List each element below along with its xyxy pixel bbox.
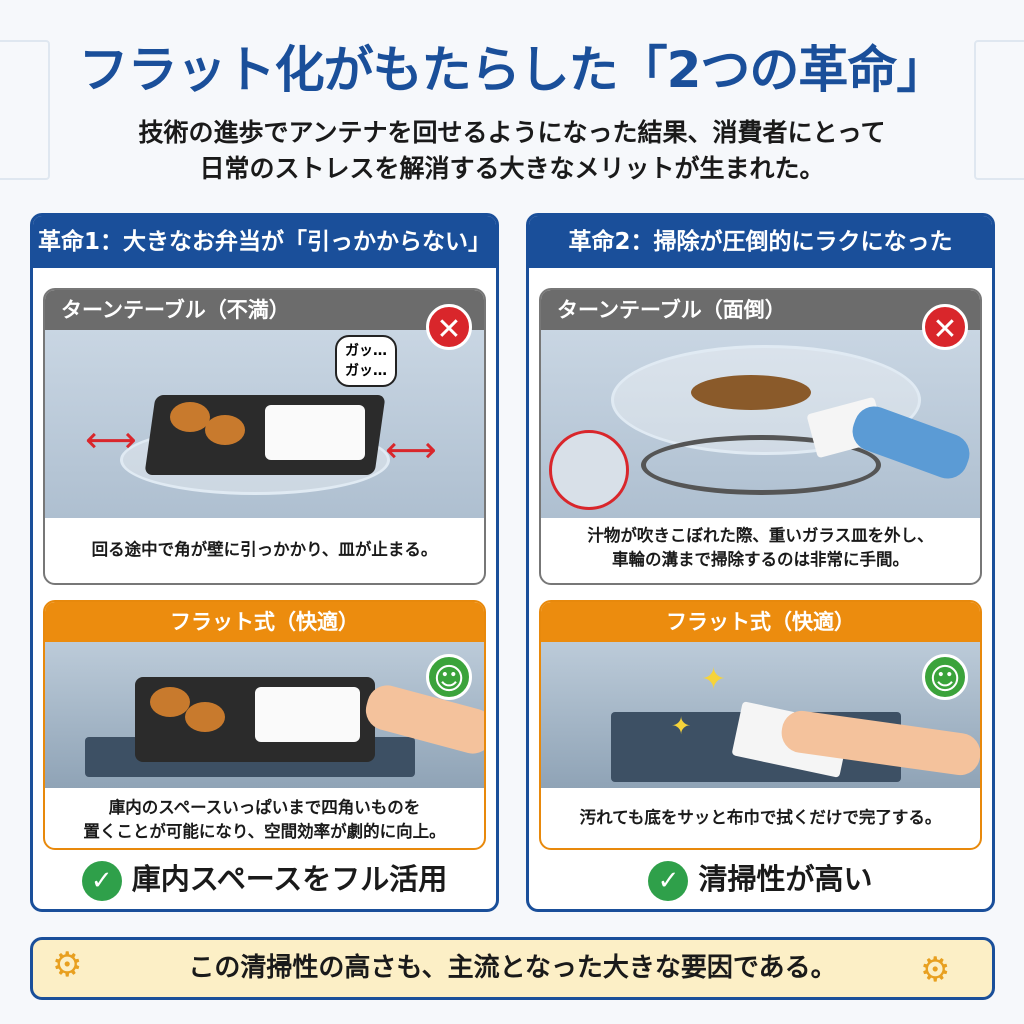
arrow-icon: ⟷ (85, 420, 137, 461)
panel-label: ターンテーブル（面倒） (541, 290, 980, 330)
arrow-icon: ⟷ (385, 430, 437, 471)
benefit-label: ✓ 清掃性が高い (529, 856, 992, 901)
caption-line: 庫内のスペースいっぱいまで四角いものを (108, 798, 421, 817)
speech-text: ガッ… (345, 363, 387, 379)
speech-text: ガッ… (345, 343, 387, 359)
footer-text: この清掃性の高さも、主流となった大きな要因である。 (188, 953, 837, 983)
flat-panel: フラット式（快適） 庫内のスペースいっぱいまで四角いものを置くことが可能になり、… (43, 600, 486, 850)
checkmark-icon: ✓ (648, 861, 689, 901)
karaage (170, 402, 210, 432)
caption-line: 置くことが可能になり、空間効率が劇的に向上。 (83, 822, 446, 841)
rice (255, 687, 360, 742)
cross-icon: ✕ (426, 304, 472, 350)
panel-label: フラット式（快適） (541, 602, 980, 642)
panel-label: ターンテーブル（不満） (45, 290, 484, 330)
spill-stain (691, 375, 811, 410)
roller-ring (641, 435, 881, 495)
caption-line: 汁物が吹きこぼれた際、重いガラス皿を外し、 (587, 526, 934, 545)
caption-line: 車輪の溝まで掃除するのは非常に手間。 (612, 550, 909, 569)
revolution-2-card: 革命2：掃除が圧倒的にラクになった ターンテーブル（面倒） 汁物が吹きこぼれた際… (526, 213, 995, 912)
sparkle-icon: ✦ (701, 662, 727, 697)
panel-caption: 回る途中で角が壁に引っかかり、皿が止まる。 (91, 540, 438, 559)
gear-icon: ⚙ (920, 950, 951, 990)
page-title: フラット化がもたらした「2つの革命」 (78, 41, 947, 99)
dirty-turntable-illustration (541, 330, 980, 518)
card-header: 革命1：大きなお弁当が「引っかからない」 (33, 216, 496, 268)
sparkle-icon: ✦ (671, 712, 692, 740)
karaage (150, 687, 190, 717)
cross-icon: ✕ (922, 304, 968, 350)
clean-flat-illustration: ✦ ✦ (541, 642, 980, 788)
zoom-circle (549, 430, 629, 510)
smiley-icon: ☺ (922, 654, 968, 700)
karaage (205, 415, 245, 445)
subtitle-line-1: 技術の進歩でアンテナを回せるようになった結果、消費者にとって (138, 118, 886, 147)
panel-caption: 汁物が吹きこぼれた際、重いガラス皿を外し、車輪の溝まで掃除するのは非常に手間。 (541, 518, 980, 572)
flat-panel: フラット式（快適） ✦ ✦ 汚れても底をサッと布巾で拭くだけで完了する。 ☺ (539, 600, 982, 850)
checkmark-icon: ✓ (81, 861, 122, 901)
rice (265, 405, 365, 460)
benefit-label: ✓ 庫内スペースをフル活用 (33, 856, 496, 901)
gear-icon: ⚙ (52, 945, 83, 985)
smiley-icon: ☺ (426, 654, 472, 700)
microwave-turntable-illustration: ⟷ ⟷ ガッ… ガッ… (45, 330, 484, 518)
turntable-panel: ターンテーブル（不満） ⟷ ⟷ ガッ… ガッ… 回る途中で角が壁に引っかかり、皿が… (43, 288, 486, 585)
revolution-1-card: 革命1：大きなお弁当が「引っかからない」 ターンテーブル（不満） ⟷ ⟷ ガッ…… (30, 213, 499, 912)
circuit-decoration (0, 40, 50, 180)
benefit-text: 庫内スペースをフル活用 (131, 862, 448, 896)
turntable-panel: ターンテーブル（面倒） 汁物が吹きこぼれた際、重いガラス皿を外し、車輪の溝まで掃… (539, 288, 982, 585)
benefit-text: 清掃性が高い (698, 862, 873, 896)
footer-banner: この清掃性の高さも、主流となった大きな要因である。 (30, 937, 995, 1000)
panel-caption: 汚れても底をサッと布巾で拭くだけで完了する。 (579, 808, 942, 827)
panel-caption: 庫内のスペースいっぱいまで四角いものを置くことが可能になり、空間効率が劇的に向上… (45, 788, 484, 844)
panel-label: フラット式（快適） (45, 602, 484, 642)
karaage (185, 702, 225, 732)
microwave-flat-illustration (45, 642, 484, 788)
card-header: 革命2：掃除が圧倒的にラクになった (529, 216, 992, 268)
circuit-decoration (974, 40, 1024, 180)
speech-bubble: ガッ… ガッ… (335, 335, 397, 387)
subtitle-line-2: 日常のストレスを解消する大きなメリットが生まれた。 (199, 154, 825, 183)
